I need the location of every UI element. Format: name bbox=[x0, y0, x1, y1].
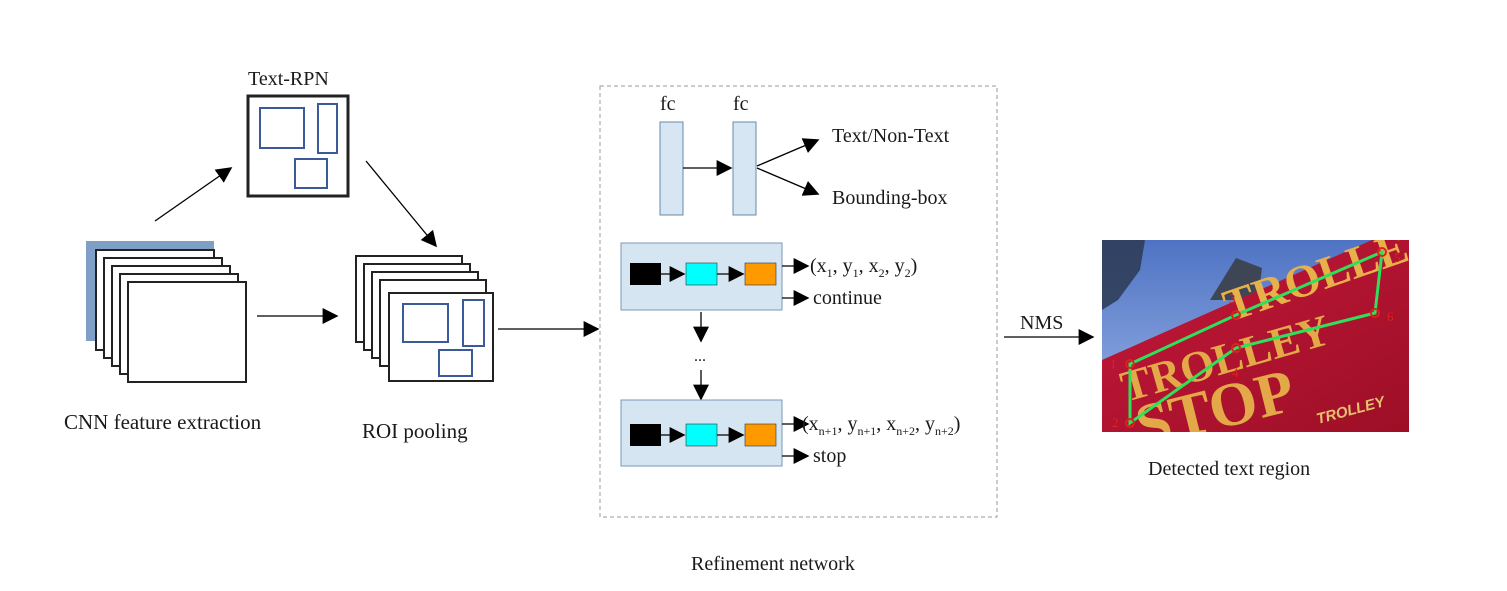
cnn-feature-maps bbox=[86, 241, 247, 383]
refinement-network-box bbox=[599, 85, 998, 518]
vertex-point bbox=[1370, 308, 1380, 318]
arrow-cnn-to-rpn bbox=[154, 167, 233, 222]
detected-polygon bbox=[1128, 249, 1384, 426]
vertex-point bbox=[1377, 247, 1387, 257]
label-nms: NMS bbox=[1020, 312, 1064, 334]
rnn-step-last bbox=[620, 399, 783, 467]
cell-black bbox=[630, 424, 661, 446]
arrow-fc2-to-class bbox=[756, 138, 820, 167]
detected-text-photo: TROLLEY TROLLEY STOP TROLLEY 1 2 3 4 5 6 bbox=[1102, 240, 1409, 432]
arrow-rpn-to-roi bbox=[365, 160, 438, 248]
label-text-non-text: Text/Non-Text bbox=[832, 125, 950, 147]
label-first-coordinates: (x1, y1, x2, y2) bbox=[810, 255, 918, 280]
label-continue: continue bbox=[813, 287, 882, 309]
label-refinement-network: Refinement network bbox=[691, 553, 855, 575]
rpn-proposal-rect bbox=[317, 103, 338, 154]
vertex-point bbox=[1231, 310, 1241, 320]
roi-rect bbox=[462, 299, 485, 347]
vertex-point bbox=[1125, 418, 1135, 428]
vertex-point bbox=[1125, 359, 1135, 369]
rnn-step-first bbox=[620, 242, 783, 311]
label-text-rpn: Text-RPN bbox=[248, 68, 329, 90]
cell-cyan bbox=[685, 262, 718, 286]
vertex-label-2: 2 bbox=[1112, 415, 1119, 430]
rpn-proposal-rect bbox=[294, 158, 328, 189]
label-stop: stop bbox=[813, 445, 847, 467]
label-roi-pooling: ROI pooling bbox=[362, 419, 468, 443]
cell-orange bbox=[744, 423, 777, 447]
roi-map bbox=[388, 292, 494, 382]
cell-orange bbox=[744, 262, 777, 286]
label-fc-2: fc bbox=[733, 93, 749, 115]
label-cnn-feature-extraction: CNN feature extraction bbox=[64, 410, 262, 434]
cell-black bbox=[630, 263, 661, 285]
arrow-fc2-to-bbox bbox=[756, 167, 820, 196]
label-detected-text-region: Detected text region bbox=[1148, 458, 1311, 480]
label-last-coordinates: (xn+1, yn+1, xn+2, yn+2) bbox=[802, 413, 961, 438]
roi-pooling-stack bbox=[355, 255, 494, 382]
vertex-label-6: 6 bbox=[1387, 309, 1394, 324]
fc-layer-1 bbox=[659, 121, 684, 216]
vertex-label-5: 5 bbox=[1394, 250, 1401, 265]
vertex-label-3: 3 bbox=[1229, 291, 1236, 306]
label-fc-1: fc bbox=[660, 93, 676, 115]
feature-map bbox=[127, 281, 247, 383]
rpn-proposal-rect bbox=[259, 107, 305, 149]
vertex-label-1: 1 bbox=[1110, 356, 1117, 371]
text-rpn-box bbox=[246, 94, 350, 198]
roi-rect bbox=[438, 349, 473, 377]
cell-cyan bbox=[685, 423, 718, 447]
label-ellipsis: ... bbox=[694, 348, 706, 365]
roi-rect bbox=[402, 303, 449, 343]
label-bounding-box: Bounding-box bbox=[832, 187, 948, 209]
vertex-label-4: 4 bbox=[1232, 365, 1239, 380]
fc-layer-2 bbox=[732, 121, 757, 216]
vertex-point bbox=[1231, 343, 1241, 353]
